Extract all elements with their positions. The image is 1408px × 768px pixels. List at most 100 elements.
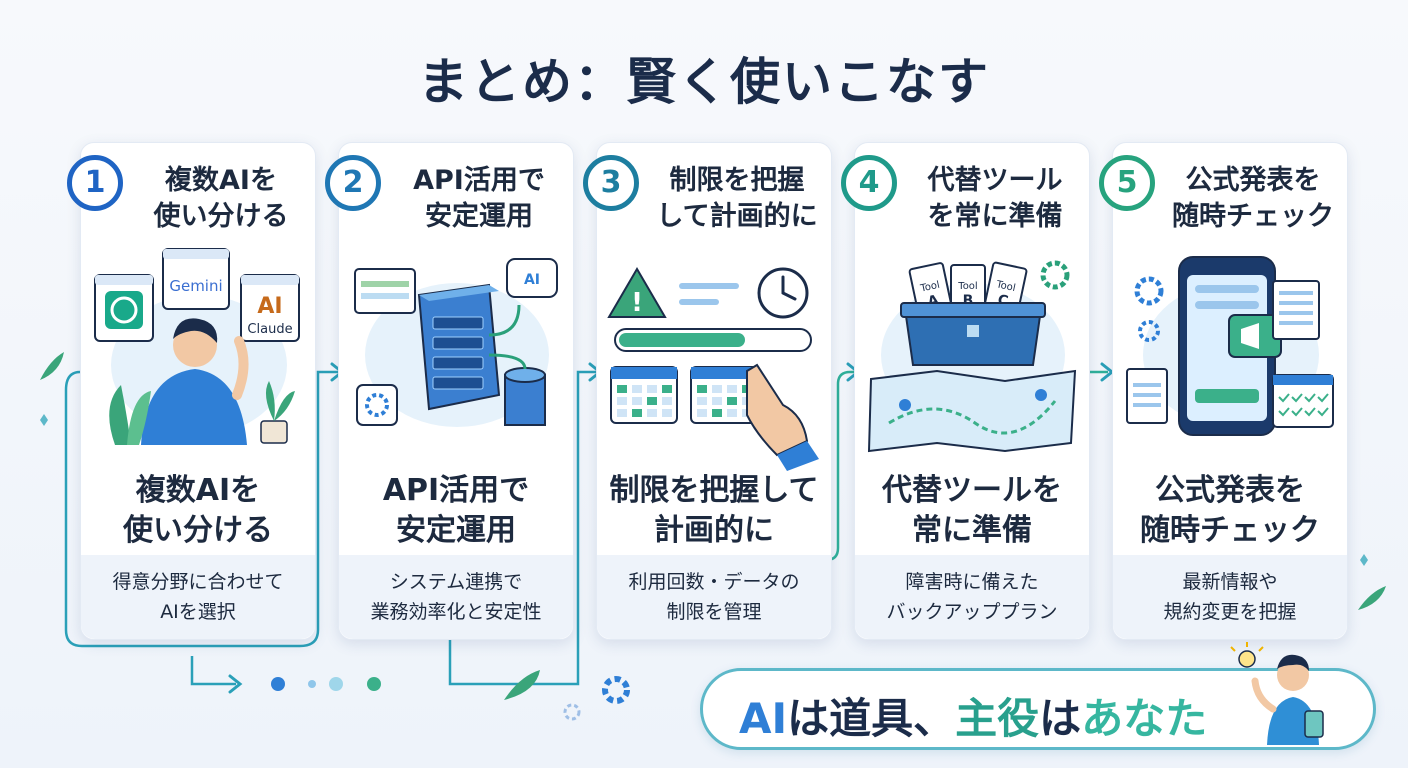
ai-cloud-icon: AI (506, 258, 558, 298)
tool-label: Tool (919, 280, 941, 295)
step-description: 障害時に備えたバックアッププラン (855, 567, 1089, 627)
connector-2-3 (448, 370, 596, 686)
progress-dot (308, 680, 316, 688)
calendar-icon (690, 366, 758, 424)
step-card-footer (855, 555, 1089, 639)
step-card-footer (81, 555, 315, 639)
text-line (679, 299, 719, 305)
step-main-title-line: 使い分ける (123, 513, 273, 548)
tool-label: Tool (994, 279, 1016, 294)
page-title: まとめ：賢く使いこなす (418, 53, 990, 111)
potted-plant-icon (260, 381, 295, 444)
connector-3-4 (825, 370, 854, 562)
progress-dot (271, 677, 285, 691)
banner-particle: は (1039, 694, 1082, 743)
cable (488, 353, 527, 370)
progress-dot (329, 677, 343, 691)
ai-label: AI (524, 272, 540, 288)
step-description-line: バックアッププラン (886, 601, 1058, 623)
step-header-title-line: 複数AIを (165, 165, 277, 196)
connector-bottom (190, 656, 236, 686)
step-number-badge: 2 (325, 155, 381, 211)
cable (488, 304, 521, 337)
gear-icon (1040, 260, 1070, 290)
step-main-title-line: 安定運用 (396, 513, 516, 548)
step-card-footer (1113, 555, 1347, 639)
map-icon (867, 369, 1077, 453)
step-header-title-line: して計画的に (656, 201, 818, 232)
step-description-line: 得意分野に合わせて (112, 571, 284, 593)
step-main-title: 公式発表を随時チェック (1113, 471, 1347, 551)
step-number-badge: 1 (67, 155, 123, 211)
step-description: 最新情報や規約変更を把握 (1113, 567, 1347, 627)
step-description-line: 業務効率化と安定性 (370, 601, 542, 623)
step-description-line: システム連携で (389, 571, 523, 593)
connector-1-2 (64, 370, 338, 648)
step-number-badge: 4 (841, 155, 897, 211)
gear-icon (563, 703, 581, 721)
step-header-title-line: 公式発表を (1185, 165, 1321, 196)
step-main-title: 代替ツールを常に準備 (855, 471, 1089, 551)
progress-bar (614, 328, 812, 352)
svg-text:AI: AI (257, 294, 282, 319)
clock-icon (757, 267, 809, 319)
plant-icon (109, 385, 151, 445)
banner-tool: は道具、 (787, 694, 956, 743)
claude-window-icon: AI Claude (240, 274, 300, 342)
step-header-title: 代替ツールを常に準備 (899, 163, 1091, 235)
step-header-title: 公式発表を随時チェック (1157, 163, 1349, 235)
text-line (679, 283, 739, 289)
claude-label: Claude (247, 322, 292, 337)
step-description: 得意分野に合わせて AIを選択 (81, 567, 315, 627)
arrow-bottom (228, 674, 243, 694)
step-header-title-line: 随時チェック (1172, 201, 1334, 232)
database-icon (504, 367, 546, 426)
calendar-check-icon (1272, 374, 1334, 428)
gear-icon (1134, 276, 1164, 342)
step-main-title-line: 随時チェック (1140, 513, 1320, 548)
server-icon (417, 283, 501, 411)
step-description-line: 障害時に備えた (905, 571, 1039, 593)
step-main-title-line: 常に準備 (912, 513, 1032, 548)
step-description-line: AIを選択 (160, 601, 236, 623)
step-main-title: 制限を把握して計画的に (597, 471, 831, 551)
step-number-badge: 3 (583, 155, 639, 211)
limit-calendar-icon: ! (607, 267, 819, 471)
step-main-title-line: 制限を把握して (609, 473, 819, 508)
step-card-footer (339, 555, 573, 639)
step-description: 利用回数・データの制限を管理 (597, 567, 831, 627)
tool-label: Tool (957, 281, 977, 292)
gemini-label: Gemini (169, 277, 222, 295)
leaf-icon (40, 352, 64, 380)
gear-icon (356, 384, 398, 426)
step-header-title-line: 安定運用 (425, 201, 533, 232)
calendar-icon (610, 366, 678, 424)
tool-letter: B (963, 293, 974, 309)
step-description: システム連携で業務効率化と安定性 (339, 567, 573, 627)
megaphone-icon (1228, 314, 1282, 358)
progress-dot (367, 677, 381, 691)
step-card-footer (597, 555, 831, 639)
banner-you: あなた (1081, 694, 1208, 743)
step-main-title-line: API活用で (382, 473, 530, 508)
step-header-title-line: 制限を把握 (669, 165, 805, 196)
document-icon (1272, 280, 1320, 340)
step-description-line: 最新情報や (1182, 571, 1278, 593)
step-main-title: 複数AIを使い分ける (81, 471, 315, 551)
document-icon (1126, 368, 1168, 424)
hand-pointer-icon (746, 363, 819, 471)
step-description-line: 規約変更を把握 (1163, 601, 1297, 623)
phone-announcement-icon (1126, 256, 1334, 436)
sparkle-icon (1360, 554, 1368, 566)
step-header-title: 制限を把握して計画的に (641, 163, 833, 235)
step-header-title-line: 代替ツール (927, 165, 1063, 196)
gemini-window-icon: Gemini (162, 248, 230, 310)
gear-icon (602, 676, 630, 704)
